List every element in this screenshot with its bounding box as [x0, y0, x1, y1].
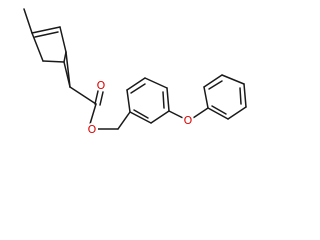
phenyl-ring-bond-2 — [203, 74, 223, 88]
benzyl-ring-bond-6 — [129, 111, 152, 124]
benzyl-ring-bond-3 — [144, 77, 168, 89]
carbonyl-double-bond-a — [94, 90, 99, 105]
benzyl-ring-bond-1 — [126, 89, 131, 113]
phenyl-ring-bond-4 — [243, 83, 247, 108]
phenyl-ring-inner-bond-1 — [208, 80, 223, 90]
bond-c6-carbonyl — [69, 86, 97, 105]
benzyl-ring-bond-2 — [126, 77, 146, 91]
phenyl-ring — [203, 74, 247, 120]
benzyl-ring-bond-4 — [166, 87, 170, 112]
bond-ring-ether-o — [168, 110, 184, 119]
ring-double-bond-c3-c4 — [34, 31, 59, 38]
phenyl-ring-bond-6 — [207, 107, 229, 120]
bicyclo-hexene-core — [23, 8, 71, 88]
phenyl-ring-inner-bond-2 — [239, 87, 242, 105]
ring-bond-c2-c1 — [42, 60, 65, 63]
phenyl-ring-inner-bond-3 — [211, 105, 227, 115]
cyclopropane-bond-c5-c6 — [65, 51, 71, 88]
benzyl-ring-inner-bond-1 — [130, 83, 146, 94]
benzyl-ring-bond-5 — [150, 110, 170, 124]
ester-group — [69, 86, 131, 130]
benzyl-ring-inner-bond-3 — [133, 109, 149, 119]
ring-bond-c4-c5 — [59, 26, 67, 53]
ether-oxygen-label: O — [184, 114, 193, 127]
carbonyl-double-bond-b — [99, 91, 104, 106]
bond-ch2-ring — [117, 111, 131, 130]
methyl-bond — [23, 8, 33, 34]
phenyl-ring-bond-3 — [221, 74, 245, 85]
ring-bond-c3-c2 — [31, 32, 44, 62]
ether-linkage — [168, 107, 209, 119]
bond-ether-o-phenyl — [192, 107, 209, 119]
carbonyl-oxygen-label: O — [97, 79, 106, 92]
benzyl-ring-inner-bond-2 — [162, 91, 165, 109]
ether-oxygen-bg — [182, 114, 194, 126]
benzyl-ring — [126, 77, 170, 124]
carbonyl-oxygen-bg — [95, 79, 107, 91]
atom-labels: O O O — [86, 79, 194, 136]
ring-bond-c3-c4 — [31, 26, 61, 34]
phenyl-ring-bond-1 — [203, 86, 209, 109]
bond-carbonyl-ester-o — [89, 103, 97, 125]
ester-oxygen-bg — [86, 123, 98, 135]
phenyl-ring-bond-5 — [227, 106, 247, 120]
molecule-structure: O O O — [23, 8, 247, 136]
ester-oxygen-label: O — [88, 123, 97, 136]
